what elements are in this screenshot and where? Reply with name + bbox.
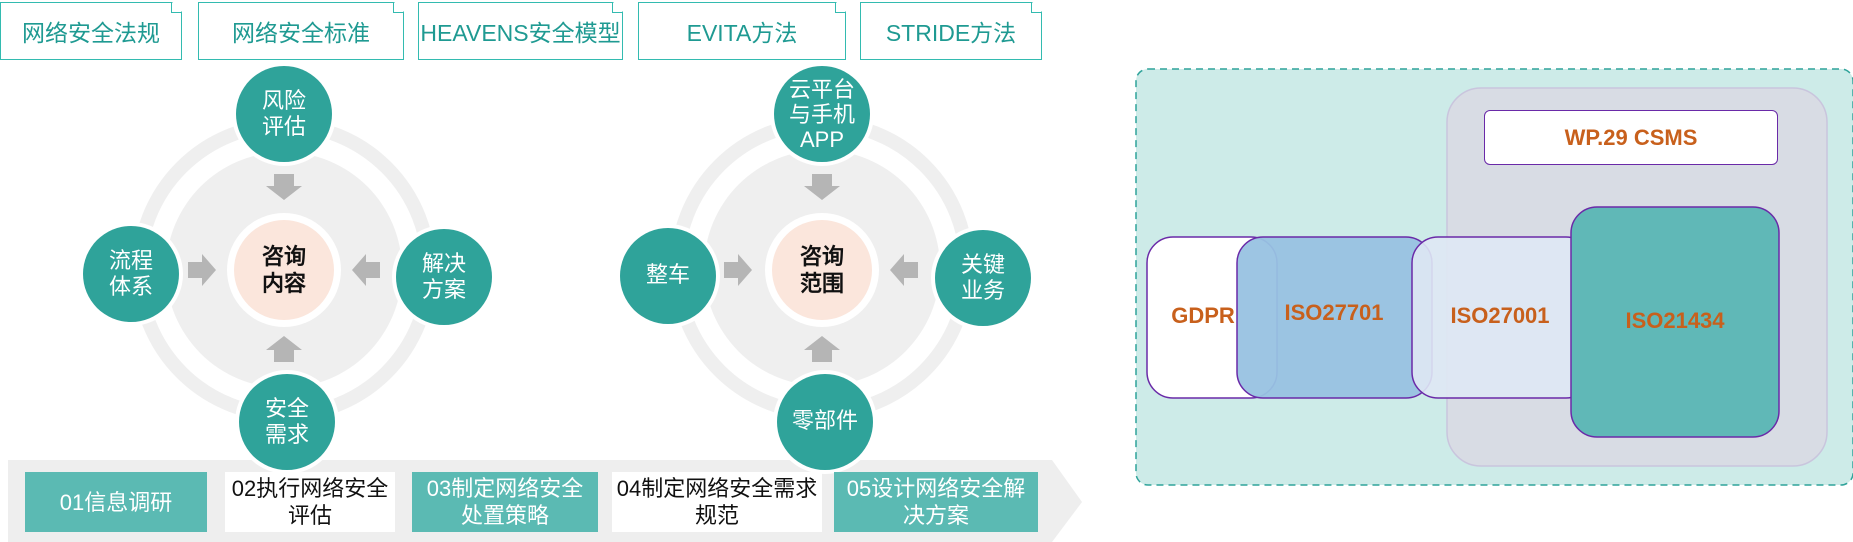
node-key-business-label: 关键业务 <box>960 252 1005 303</box>
tab-fold-corner <box>612 2 623 13</box>
tab-fold-corner <box>1031 2 1042 13</box>
arrow-right-icon <box>188 254 216 286</box>
arrow-up-icon <box>804 336 840 362</box>
step-01[interactable]: 01信息调研 <box>25 472 207 532</box>
step-label: 05设计网络安全解 <box>846 476 1026 501</box>
tab-label: HEAVENS安全模型 <box>420 20 621 46</box>
node-components <box>777 374 873 470</box>
node-solution <box>396 229 492 325</box>
iso27001-label: ISO27001 <box>1450 303 1550 328</box>
center-consulting-scope-label: 咨询范围 <box>799 244 844 296</box>
node-process-system <box>83 226 179 322</box>
step-label: 04制定网络安全需求 <box>616 476 818 501</box>
tab-label: STRIDE方法 <box>885 20 1017 46</box>
node-process-system-label: 流程体系 <box>108 248 153 299</box>
arrow-up-icon <box>266 336 302 362</box>
wp29-csms-label: WP.29 CSMS <box>1564 124 1698 150</box>
tab-cyber-regulations[interactable]: 网络安全法规 <box>0 1 183 60</box>
step-label-2: 处置策略 <box>460 503 549 528</box>
arrow-left-icon <box>352 254 380 286</box>
node-security-requirements <box>239 374 335 470</box>
node-key-business <box>935 230 1031 326</box>
node-vehicle-label: 整车 <box>645 262 690 287</box>
node-risk-assessment-label: 风险评估 <box>261 88 306 139</box>
arrow-down-icon <box>804 174 840 200</box>
tab-fold-corner <box>171 2 182 13</box>
tab-label: EVITA方法 <box>686 20 798 46</box>
iso21434-label: ISO21434 <box>1625 308 1725 333</box>
step-04[interactable]: 04制定网络安全需求规范 <box>612 472 822 532</box>
node-vehicle <box>620 228 716 324</box>
standards-venn <box>1135 68 1853 486</box>
arrow-left-icon <box>890 254 918 286</box>
step-label: 01信息调研 <box>59 489 173 515</box>
center-circle <box>772 220 872 320</box>
tab-fold-corner <box>835 2 846 13</box>
tab-fold-corner <box>393 2 404 13</box>
center-consulting-content-label: 咨询内容 <box>261 244 306 296</box>
arrow-down-icon <box>266 174 302 200</box>
iso21434-box <box>1570 206 1780 438</box>
node-solution-label: 解决方案 <box>421 251 466 302</box>
step-label: 02执行网络安全 <box>231 476 389 501</box>
node-risk-assessment <box>236 66 332 162</box>
tab-stride-method[interactable]: STRIDE方法 <box>860 1 1043 60</box>
tab-label: 网络安全法规 <box>22 20 160 46</box>
node-cloud-app <box>774 66 870 162</box>
gdpr-label: GDPR <box>1171 303 1235 328</box>
node-components-label: 零部件 <box>791 408 858 433</box>
step-label-2: 规范 <box>694 503 739 528</box>
left-cycle <box>79 62 496 474</box>
right-cycle <box>616 62 1035 474</box>
tab-cyber-standards[interactable]: 网络安全标准 <box>198 1 405 60</box>
node-security-requirements-label: 安全需求 <box>264 396 309 447</box>
center-circle <box>234 220 334 320</box>
wp29-csms-box: WP.29 CSMS <box>1484 110 1778 165</box>
step-label: 03制定网络安全 <box>426 476 584 501</box>
step-05[interactable]: 05设计网络安全解决方案 <box>834 472 1038 532</box>
tab-evita-method[interactable]: EVITA方法 <box>638 1 847 60</box>
step-02[interactable]: 02执行网络安全评估 <box>225 472 395 532</box>
iso27701-label: ISO27701 <box>1284 300 1384 325</box>
arrow-right-icon <box>724 254 752 286</box>
step-03[interactable]: 03制定网络安全处置策略 <box>412 472 598 532</box>
tab-label: 网络安全标准 <box>232 20 370 46</box>
step-label-2: 评估 <box>287 503 332 528</box>
tab-heavens-model[interactable]: HEAVENS安全模型 <box>418 1 624 60</box>
step-label-2: 决方案 <box>902 503 969 528</box>
